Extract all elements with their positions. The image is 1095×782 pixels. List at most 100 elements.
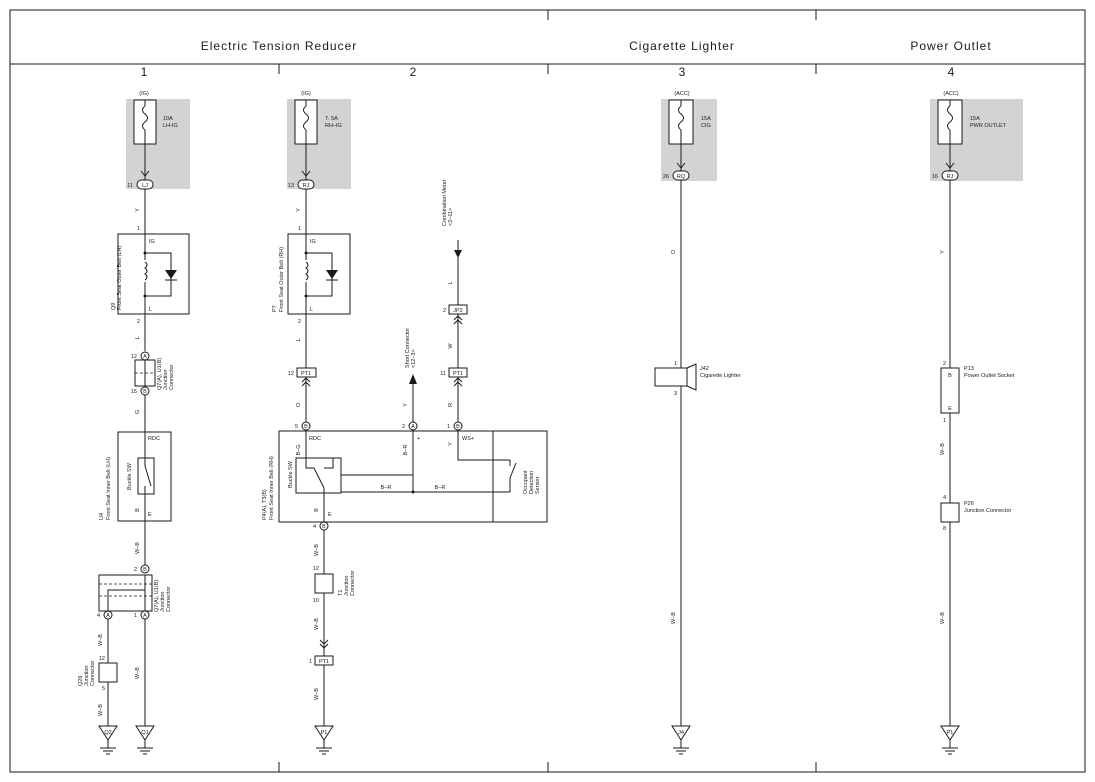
svg-text:WS+: WS+ <box>462 436 474 442</box>
diode-icon <box>165 270 177 279</box>
junction-connector-q7-u1-lower <box>98 574 153 612</box>
svg-text:A: A <box>106 613 110 619</box>
svg-text:12: 12 <box>288 371 294 377</box>
svg-text:B: B <box>304 424 308 430</box>
svg-text:PT1: PT1 <box>453 371 463 377</box>
svg-text:RQ: RQ <box>677 174 686 180</box>
svg-text:PT1: PT1 <box>301 371 311 377</box>
svg-text:1: 1 <box>137 226 140 232</box>
column-4-circuit: (ACC) 15A PWR OUTLET RJ 16 Y 2 B E P13 P… <box>930 91 1023 755</box>
svg-text:W–B: W–B <box>314 688 320 700</box>
svg-text:2: 2 <box>298 319 301 325</box>
svg-text:O: O <box>296 402 302 407</box>
svg-text:4: 4 <box>313 524 316 530</box>
svg-text:(IG): (IG) <box>301 91 311 97</box>
column-2-circuit: (IG) 7. 5A RH–IG RJ 13 Y 1 IG L P7 Front… <box>262 91 548 755</box>
svg-text:11: 11 <box>440 371 446 377</box>
svg-text:W–B: W–B <box>940 443 946 455</box>
svg-text:5: 5 <box>102 686 105 692</box>
svg-text:15: 15 <box>131 389 137 395</box>
svg-text:IG: IG <box>149 239 155 245</box>
ground-label: J4 <box>678 730 684 736</box>
combination-meter-label: Combination Meter <box>442 179 448 226</box>
svg-text:Connector: Connector <box>350 570 356 596</box>
ground-icon <box>98 725 118 755</box>
fuse-supply: (IG) <box>139 91 149 97</box>
svg-text:12: 12 <box>99 656 105 662</box>
svg-text:<12–3>: <12–3> <box>411 349 417 368</box>
svg-text:2: 2 <box>137 319 140 325</box>
svg-text:+: + <box>417 436 420 442</box>
svg-text:Front Seat Inner Belt (RH): Front Seat Inner Belt (RH) <box>269 456 275 520</box>
svg-text:(ACC): (ACC) <box>943 91 958 97</box>
svg-text:IG: IG <box>310 239 316 245</box>
svg-text:Junction: Junction <box>160 592 166 613</box>
connector-pt1-c <box>314 655 334 666</box>
short-connector-label: Short Connector <box>405 328 411 368</box>
svg-text:W: W <box>448 343 454 349</box>
svg-text:LJ: LJ <box>142 183 148 189</box>
column-1-circuit: (IG) 10A LH-IG LJ 11 Y 1 IG L Q9 Front S… <box>78 91 190 755</box>
svg-text:W–B: W–B <box>135 667 141 679</box>
svg-text:4: 4 <box>943 495 946 501</box>
svg-text:Front Seat Outer Belt (RH): Front Seat Outer Belt (RH) <box>279 247 285 312</box>
svg-text:Occupant: Occupant <box>523 470 529 494</box>
svg-text:JP2: JP2 <box>453 308 462 314</box>
ground-label: P1 <box>947 730 954 736</box>
svg-text:RDC: RDC <box>148 436 160 442</box>
svg-text:B: B <box>948 373 952 379</box>
svg-text:8: 8 <box>943 526 946 532</box>
svg-text:Y: Y <box>448 442 454 446</box>
relay-id: Q9 <box>111 303 117 310</box>
svg-text:Q7(A), U1(B): Q7(A), U1(B) <box>154 580 160 612</box>
svg-text:Connector: Connector <box>169 364 175 390</box>
svg-text:13: 13 <box>288 183 294 189</box>
svg-text:1: 1 <box>943 418 946 424</box>
svg-text:<2–11>: <2–11> <box>448 208 454 226</box>
svg-text:B: B <box>135 508 141 512</box>
svg-text:O: O <box>671 249 677 254</box>
svg-text:7. 5A: 7. 5A <box>325 116 338 122</box>
svg-text:15A: 15A <box>970 116 980 122</box>
svg-text:Q7(A), U1(B): Q7(A), U1(B) <box>157 358 163 390</box>
svg-text:L: L <box>149 307 152 313</box>
svg-text:5: 5 <box>295 424 298 430</box>
fuse-rating: 10A <box>163 116 173 122</box>
fuse-icon <box>947 105 953 131</box>
svg-text:26: 26 <box>663 174 669 180</box>
svg-text:B: B <box>322 524 326 530</box>
svg-text:1: 1 <box>298 226 301 232</box>
column-number-4: 4 <box>948 65 955 79</box>
column-number-3: 3 <box>679 65 686 79</box>
wire-color: Y <box>135 208 141 212</box>
column-number-2: 2 <box>410 65 417 79</box>
svg-text:B: B <box>143 567 147 573</box>
relay-p7 <box>287 233 351 315</box>
svg-text:2: 2 <box>443 308 446 314</box>
cigarette-lighter-j42 <box>654 367 688 387</box>
section-title-cig: Cigarette Lighter <box>629 39 735 53</box>
svg-text:RH–IG: RH–IG <box>325 123 342 129</box>
diode-icon <box>326 270 338 279</box>
svg-text:W–B: W–B <box>671 612 677 624</box>
svg-text:J42: J42 <box>700 366 709 372</box>
svg-text:PWR OUTLET: PWR OUTLET <box>970 123 1007 129</box>
svg-text:P7: P7 <box>272 305 278 312</box>
svg-text:W–B: W–B <box>98 704 104 716</box>
svg-text:Buckle SW: Buckle SW <box>288 460 294 488</box>
svg-text:E: E <box>948 406 952 412</box>
svg-text:CIG: CIG <box>701 123 711 129</box>
svg-text:G: G <box>135 410 141 414</box>
fuse-name: LH-IG <box>163 123 178 129</box>
ground-icon <box>940 725 960 755</box>
svg-text:A: A <box>411 424 415 430</box>
svg-text:2: 2 <box>402 424 405 430</box>
svg-text:1: 1 <box>134 613 137 619</box>
column-number-1: 1 <box>141 65 148 79</box>
svg-text:Y: Y <box>403 403 409 407</box>
svg-text:R: R <box>448 403 454 407</box>
ground-label: P1 <box>321 730 328 736</box>
svg-text:1: 1 <box>309 659 312 665</box>
section-title-pwr: Power Outlet <box>910 39 991 53</box>
